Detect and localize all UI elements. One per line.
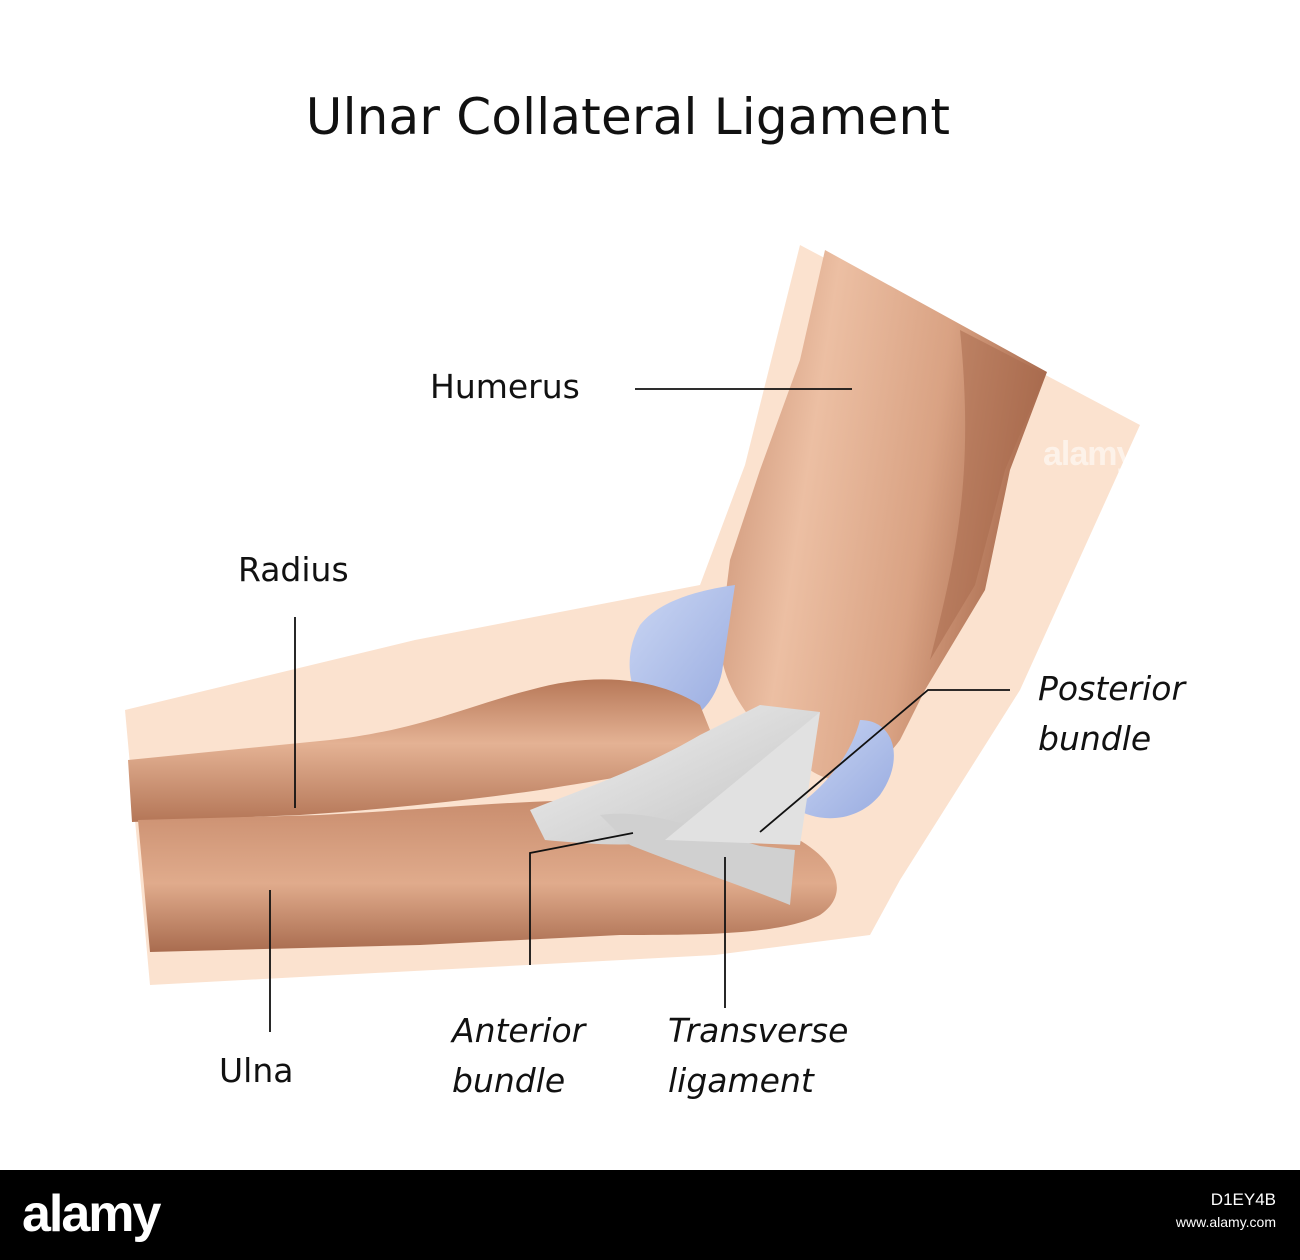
label-posterior-line-1: Posterior xyxy=(1038,669,1186,708)
label-humerus: Humerus xyxy=(430,367,580,406)
diagram-title: Ulnar Collateral Ligament xyxy=(305,88,951,146)
cartilage-lower xyxy=(795,720,894,819)
label-transverse-ligament: Transverse ligament xyxy=(668,1006,848,1106)
label-transverse-line-1: Transverse xyxy=(668,1011,849,1050)
footer-url: www.alamy.com xyxy=(1175,1214,1276,1230)
watermark-text: alamy xyxy=(1043,435,1135,473)
posterior-bundle-leader xyxy=(759,689,1010,833)
anterior-bundle-leader xyxy=(529,832,634,965)
diagram-stage: Ulnar Collateral Ligament Humerus Radius… xyxy=(125,88,1185,1106)
label-anterior-bundle: Anterior bundle xyxy=(452,1006,585,1106)
humerus-shadow xyxy=(930,330,1045,660)
label-anterior-line-1: Anterior xyxy=(452,1011,586,1050)
leader-lines xyxy=(269,388,1010,1032)
transverse-ligament-band xyxy=(600,813,795,905)
label-anterior-line-2: bundle xyxy=(452,1061,566,1100)
label-posterior-bundle: Posterior bundle xyxy=(1038,664,1185,764)
label-posterior-line-2: bundle xyxy=(1038,719,1152,758)
radius-bone xyxy=(128,679,720,822)
label-ulna: Ulna xyxy=(219,1051,294,1090)
elbow-illustration xyxy=(125,245,1140,1032)
label-transverse-line-2: ligament xyxy=(668,1061,814,1100)
footer-bar: alamy D1EY4B www.alamy.com xyxy=(0,1170,1300,1260)
footer-image-id: D1EY4B xyxy=(1210,1190,1276,1209)
label-radius: Radius xyxy=(238,550,349,589)
posterior-bundle-ligament xyxy=(665,712,820,845)
footer-id-block: D1EY4B www.alamy.com xyxy=(1176,1190,1276,1232)
footer-brand-logo: alamy xyxy=(22,1185,161,1243)
anterior-bundle-ligament xyxy=(530,705,820,845)
